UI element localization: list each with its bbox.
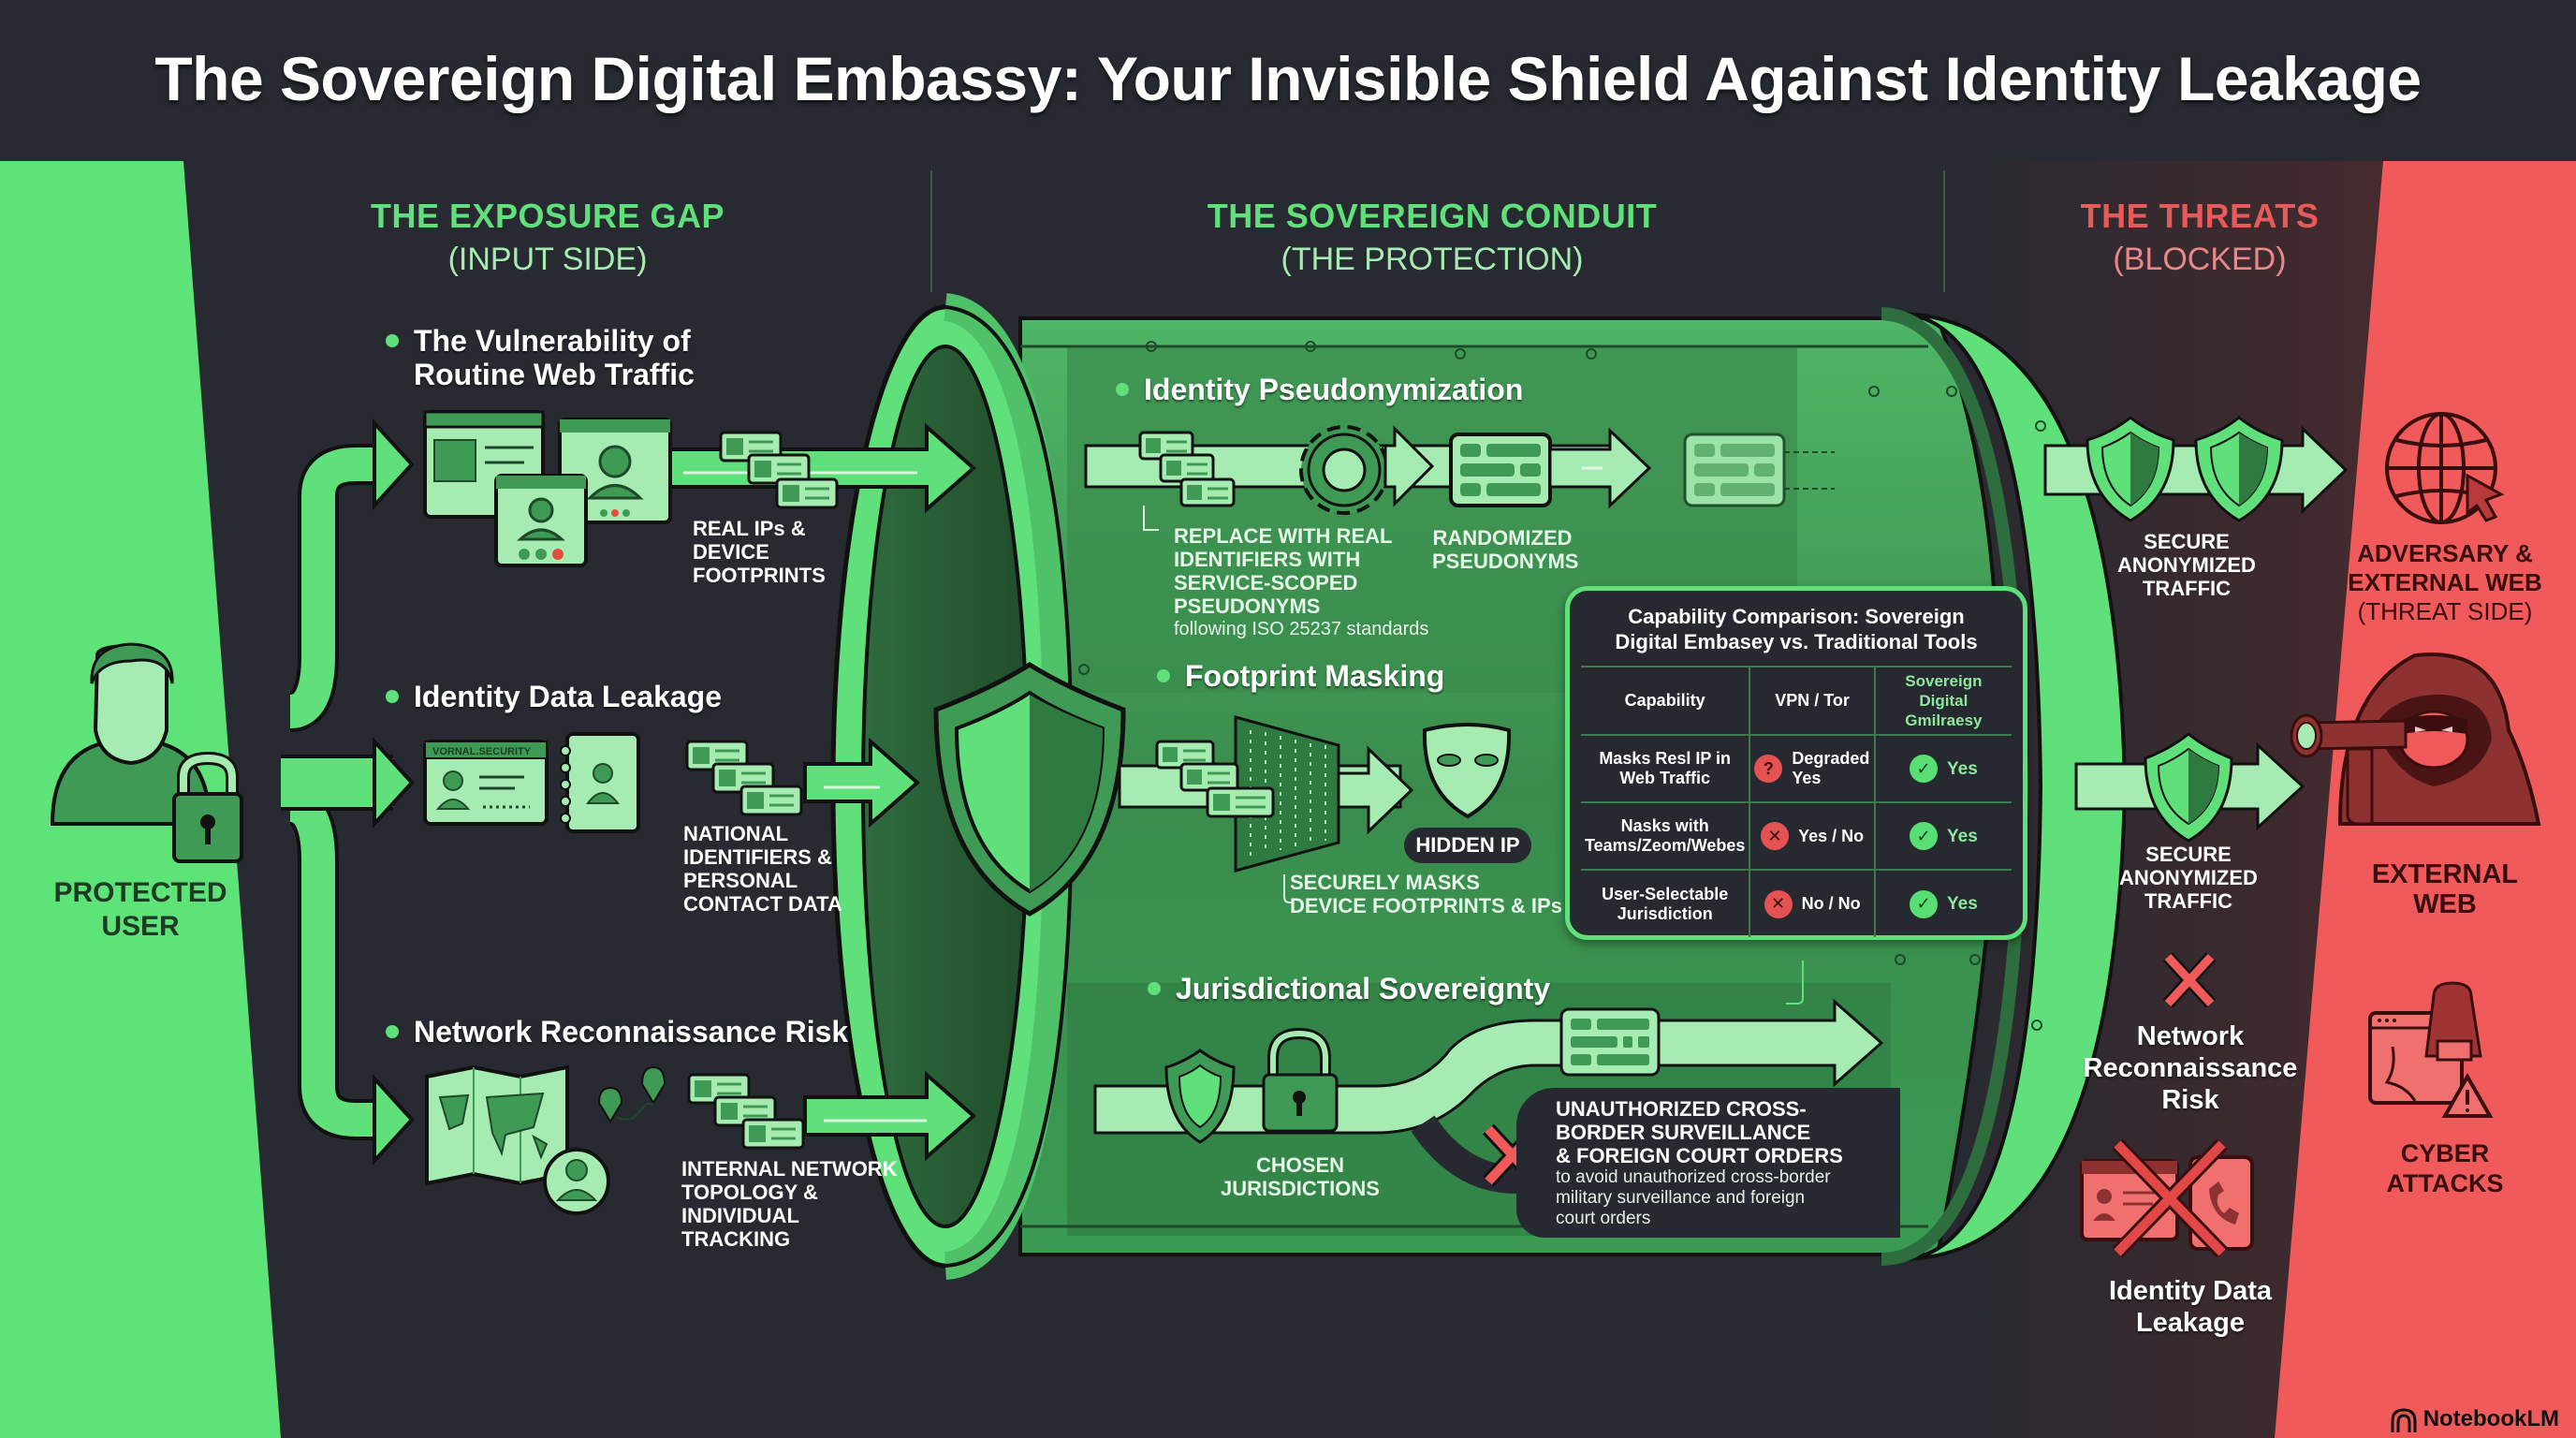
globe-cursor-icon — [2385, 412, 2505, 524]
brand-text: NotebookLM — [2422, 1406, 2559, 1431]
randomized-pseudonyms-label: RANDOMIZED PSEUDONYMS — [1432, 526, 1579, 573]
column-heading-conduit: THE SOVEREIGN CONDUIT (THE PROTECTION) — [1151, 197, 1713, 278]
check-badge-icon: ✓ — [1910, 889, 1938, 918]
capability-cell: User-Selectable Jurisdiction — [1581, 869, 1750, 937]
capability-comparison-table: Capability Comparison: Sovereign Digital… — [1565, 586, 2027, 940]
column-heading-threats: THE THREATS (BLOCKED) — [1994, 197, 2406, 278]
shield-icon — [2194, 416, 2284, 522]
capability-cell: Masks Resl IP in Web Traffic — [1581, 734, 1750, 802]
data-packet-cards — [687, 1073, 805, 1150]
footprint-masking-flow — [1118, 715, 1512, 903]
blocked-network-recon-label: Network Reconnaissance Risk — [2083, 1021, 2298, 1115]
sovereign-cell: ✓Yes — [1873, 869, 2012, 937]
padlock-icon — [1262, 1027, 1339, 1133]
exposure-item-web-traffic-title: The Vulnerability of Routine Web Traffic — [386, 324, 695, 391]
cross-badge-icon: ✕ — [1764, 889, 1793, 918]
vpn-cell: ✕No / No — [1749, 869, 1875, 937]
table-row: User-Selectable Jurisdiction ✕No / No ✓Y… — [1581, 869, 2012, 937]
column-divider — [1943, 170, 1945, 292]
threats-subheading: (BLOCKED) — [2113, 242, 2287, 277]
question-badge-icon: ? — [1754, 755, 1783, 783]
comparison-grid: Capability VPN / Tor Sovereign Digital G… — [1581, 666, 2012, 937]
user-with-padlock-icon — [50, 642, 243, 863]
blocked-x-icon — [2162, 952, 2217, 1008]
data-packet-cards — [719, 431, 839, 509]
external-web-label: EXTERNAL WEB — [2371, 859, 2519, 919]
table-header-row: Capability VPN / Tor Sovereign Digital G… — [1581, 666, 2012, 735]
cyber-attack-icon — [2368, 981, 2494, 1118]
exposure-heading: THE EXPOSURE GAP — [370, 197, 725, 235]
protected-user-label: PROTECTED USER — [53, 877, 227, 942]
caption-real-ips: REAL IPs & DEVICE FOOTPRINTS — [693, 517, 826, 587]
table-row: Nasks with Teams/Zeom/Webes ✕Yes / No ✓Y… — [1581, 801, 2012, 870]
hidden-ip-badge: HIDDEN IP — [1404, 828, 1531, 863]
header-vpn-tor: VPN / Tor — [1749, 666, 1875, 735]
browser-video-call-windows-icon — [423, 410, 672, 567]
pseudonymization-flow — [1084, 425, 1835, 531]
iso-standard-note: following ISO 25237 standards — [1174, 619, 1429, 639]
jurisdiction-flow — [1093, 961, 1884, 1194]
check-badge-icon: ✓ — [1910, 822, 1938, 850]
header-sovereign: Sovereign Digital Gmilraesy — [1873, 666, 2012, 735]
secure-traffic-label-1: SECURE ANONYMIZED TRAFFIC — [2117, 530, 2256, 600]
vpn-cell: ?Degraded Yes — [1749, 734, 1875, 802]
conduit-heading: THE SOVEREIGN CONDUIT — [1207, 197, 1658, 235]
comparison-title: Capability Comparison: Sovereign Digital… — [1615, 605, 1978, 653]
id-card-contact-book-icon — [423, 732, 640, 833]
adversary-external-web-label: ADVERSARY & EXTERNAL WEB (THREAT SIDE) — [2348, 539, 2542, 625]
sovereign-cell: ✓Yes — [1873, 801, 2012, 870]
bullet-dot — [386, 333, 399, 347]
mask-icon — [1422, 723, 1512, 819]
bullet-dot — [1116, 382, 1129, 396]
cyber-attacks-label: CYBER ATTACKS — [2386, 1139, 2504, 1197]
blocked-identity-cards-icon — [2080, 1138, 2254, 1258]
conduit-shield-icon — [933, 662, 1126, 917]
exposure-subheading: (INPUT SIDE) — [447, 242, 648, 277]
page-title: The Sovereign Digital Embassy: Your Invi… — [154, 44, 2422, 113]
notebooklm-brand: NotebookLM — [2390, 1406, 2559, 1432]
table-row: Masks Resl IP in Web Traffic ?Degraded Y… — [1581, 734, 2012, 802]
shield-icon — [2086, 416, 2175, 522]
id-card-header: VORNAL.SECURITY — [432, 746, 532, 757]
secure-traffic-arrow — [2074, 732, 2305, 843]
data-packet-cards — [685, 740, 803, 816]
conduit-subheading: (THE PROTECTION) — [1281, 242, 1584, 277]
pseudonymization-caption: REPLACE WITH REAL IDENTIFIERS WITH SERVI… — [1174, 524, 1429, 639]
header-capability: Capability — [1581, 666, 1750, 735]
bullet-dot — [386, 689, 399, 703]
entry-arrows — [373, 418, 415, 1167]
capability-cell: Nasks with Teams/Zeom/Webes — [1581, 801, 1750, 870]
pseudonymization-title: Identity Pseudonymization — [1116, 373, 1523, 406]
bullet-dot — [1148, 981, 1161, 995]
cross-badge-icon: ✕ — [1761, 822, 1790, 850]
gear-icon — [1299, 425, 1389, 515]
column-heading-exposure: THE EXPOSURE GAP (INPUT SIDE) — [337, 197, 758, 278]
footprint-masking-caption: SECURELY MASKS DEVICE FOOTPRINTS & IPs — [1290, 871, 1562, 917]
footprint-masking-title: Footprint Masking — [1157, 659, 1444, 693]
exposure-item-network-title: Network Reconnaissance Risk — [386, 1015, 848, 1049]
jurisdiction-title: Jurisdictional Sovereignty — [1148, 972, 1550, 1005]
check-badge-icon: ✓ — [1910, 755, 1938, 783]
world-map-tracking-icon — [425, 1064, 666, 1215]
threats-heading: THE THREATS — [2080, 197, 2320, 235]
bullet-dot — [1157, 668, 1170, 682]
vpn-cell: ✕Yes / No — [1749, 801, 1875, 870]
exposure-item-identity-title: Identity Data Leakage — [386, 680, 722, 713]
sovereign-cell: ✓Yes — [1873, 734, 2012, 802]
notebooklm-logo-icon — [2391, 1408, 2417, 1432]
chosen-jurisdictions-label: CHOSEN JURISDICTIONS — [1221, 1153, 1380, 1200]
input-arrows — [653, 422, 977, 1162]
hooded-spy-telescope-icon — [2290, 653, 2541, 826]
shield-icon — [2144, 732, 2233, 843]
caption-national-identifiers: NATIONAL IDENTIFIERS & PERSONAL CONTACT … — [683, 822, 842, 916]
secure-traffic-arrow — [2043, 416, 2349, 522]
column-divider — [930, 170, 932, 292]
bullet-dot — [386, 1024, 399, 1038]
secure-traffic-label-2: SECURE ANONYMIZED TRAFFIC — [2119, 843, 2258, 913]
caption-internal-network: INTERNAL NETWORK TOPOLOGY & INDIVIDUAL T… — [681, 1157, 898, 1251]
blocked-identity-leakage-label: Identity Data Leakage — [2108, 1276, 2273, 1338]
blocked-surveillance-box: UNAUTHORIZED CROSS- BORDER SURVEILLANCE … — [1516, 1088, 1900, 1238]
shield-small-icon — [1164, 1049, 1236, 1144]
